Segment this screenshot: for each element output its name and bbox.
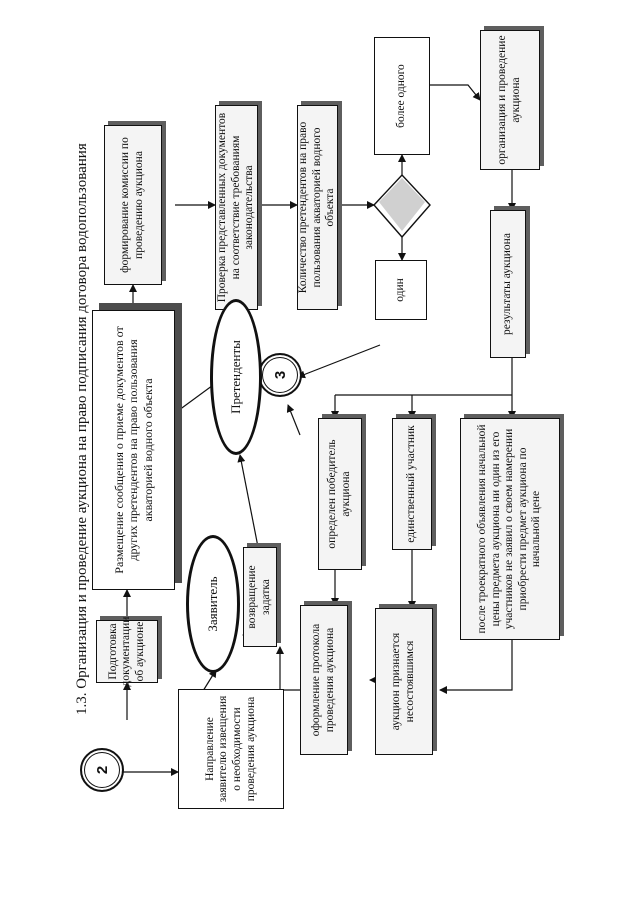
box-formirovanie: формирование комиссии по проведению аукц… (104, 125, 162, 285)
connector-3: 3 (258, 353, 302, 397)
page-title: 1.3. Организация и проведение аукциона н… (74, 143, 90, 715)
box-protokol: оформление протокола проведения аукциона (300, 605, 348, 755)
box-kolichestvo: Количество претендентов на право пользов… (297, 105, 338, 310)
box-odin: один (375, 260, 427, 320)
ellipse-zayavitel: Заявитель (186, 535, 240, 673)
arrow-posle-to-nesostoyavshimsya (439, 640, 513, 694)
box-nesostoyavshimsya: аукцион признается несостоявшимся (375, 608, 433, 755)
box-pobeditel: определен победитель аукциона (318, 418, 362, 570)
arrow-pobeditel-to-c3 (286, 404, 301, 436)
connector-2: 2 (80, 748, 124, 792)
box-posle: после троекратного объявления начальной … (460, 418, 560, 640)
box-rezultaty: результаты аукциона (490, 210, 526, 358)
box-organizaciya: организация и проведение аукциона (480, 30, 540, 170)
arrow-odin-to-c3 (297, 344, 381, 379)
box-edinstvennyi: единственный участник (392, 418, 432, 550)
box-proverka: Проверка представленных документов на со… (215, 105, 258, 310)
arrow-protokol-to-vozvrashchenie (276, 646, 300, 691)
box-vozvrashchenie: возвращение задатка (243, 547, 277, 647)
decision-diamond (373, 173, 431, 239)
box-razmeshchenie: Размещение сообщения о приеме документов… (92, 310, 175, 590)
arrow-vozvrashchenie-to-pretendenty (237, 454, 259, 548)
box-podgotovka: Подготовка документации об аукционе (96, 617, 158, 686)
arrow-bolee-to-organizaciya (430, 84, 481, 101)
box-napravlenie: Направление заявителю извещения о необхо… (178, 689, 284, 809)
ellipse-pretendenty: Претенденты (210, 299, 262, 455)
box-bolee: более одного (374, 37, 430, 155)
decision-diamond-shadow (379, 178, 425, 231)
